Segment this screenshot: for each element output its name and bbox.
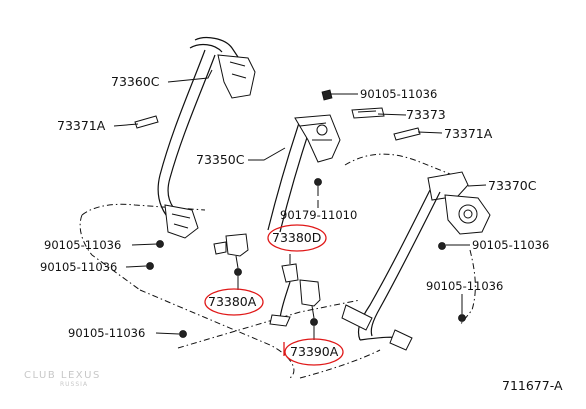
watermark: CLUB LEXUS RUSSIA xyxy=(24,370,101,388)
watermark-subtitle: RUSSIA xyxy=(60,381,88,388)
plate-73373 xyxy=(351,107,385,119)
seat-outline xyxy=(79,153,476,379)
diagram-reference-number: 711677-A xyxy=(502,378,563,393)
leader-lines xyxy=(113,69,487,340)
watermark-title: CLUB LEXUS xyxy=(24,370,101,381)
anchor-cover-left xyxy=(134,115,159,129)
label-90105-lower-right: 90105-11036 xyxy=(426,279,503,293)
label-90105-right: 90105-11036 xyxy=(472,238,549,252)
label-90105-left-lower: 90105-11036 xyxy=(40,260,117,274)
label-73373: 73373 xyxy=(406,107,446,122)
buckle-73380d xyxy=(269,263,299,327)
label-73371a-right: 73371A xyxy=(444,126,493,141)
label-90105-left-upper: 90105-11036 xyxy=(44,238,121,252)
belt-73370c xyxy=(341,171,491,351)
part-labels: 73360C 73371A 90105-11036 73373 73371A 7… xyxy=(40,74,563,393)
label-90179-11010: 90179-11010 xyxy=(280,208,357,222)
label-90105-bottom-left: 90105-11036 xyxy=(68,326,145,340)
label-73350c: 73350C xyxy=(196,152,245,167)
anchor-cover-right xyxy=(393,127,421,141)
label-73360c: 73360C xyxy=(111,74,160,89)
label-73390a: 73390A xyxy=(290,344,339,359)
bolt-icons xyxy=(146,89,466,338)
buckle-73390a xyxy=(299,279,321,326)
label-73380a: 73380A xyxy=(208,294,257,309)
highlight-marks xyxy=(204,224,344,366)
label-73371a-left: 73371A xyxy=(57,118,106,133)
highlight-73390a xyxy=(284,338,344,366)
label-73380d: 73380D xyxy=(272,230,321,245)
belt-73350c xyxy=(267,114,341,233)
label-73370c: 73370C xyxy=(488,178,537,193)
buckle-73380a xyxy=(213,233,249,276)
belt-73360c xyxy=(157,37,256,239)
label-90105-upper: 90105-11036 xyxy=(360,87,437,101)
highlight-73380a xyxy=(204,288,264,316)
highlight-73380d xyxy=(267,224,327,252)
